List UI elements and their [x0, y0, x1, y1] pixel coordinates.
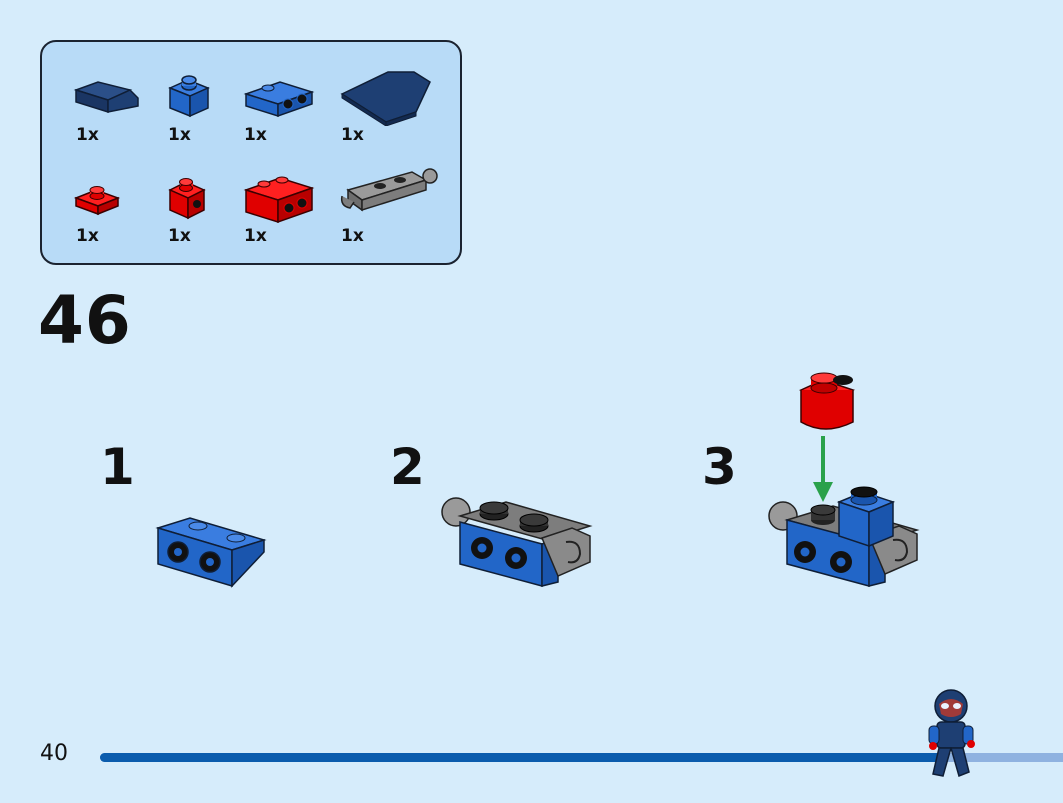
red-brick-1x1-part [166, 176, 210, 222]
part-qty: 1x [168, 226, 191, 246]
part-qty: 1x [168, 125, 191, 145]
step-number: 46 [38, 282, 132, 359]
blue-brick-1x1-part [166, 74, 214, 120]
sub-step-number: 3 [702, 438, 737, 496]
sub-step-number: 1 [100, 438, 135, 496]
part-qty: 1x [341, 125, 364, 145]
progress-fill [100, 753, 948, 762]
sub-step-1-model [150, 512, 270, 596]
red-brick-incoming [798, 372, 856, 430]
part-qty: 1x [76, 226, 99, 246]
blue-bracket-part [242, 74, 316, 120]
sub-step-2-model [438, 492, 598, 596]
dark-blue-slope-part [72, 76, 142, 116]
gray-clip-plate-part [338, 164, 442, 218]
sub-step-number: 2 [390, 438, 425, 496]
part-qty: 1x [341, 226, 364, 246]
part-qty: 1x [244, 125, 267, 145]
red-bracket-part [242, 168, 316, 226]
page-number: 40 [40, 741, 68, 766]
minifigure-icon [925, 686, 981, 786]
red-plate-1x1-part [72, 184, 122, 220]
progress-track [100, 753, 1063, 762]
dark-blue-wedge-plate-part [338, 66, 438, 126]
parts-callout-panel: 1x 1x 1x 1x [40, 40, 462, 265]
placement-arrow-icon [813, 436, 833, 502]
sub-step-3-model [765, 370, 935, 596]
part-qty: 1x [76, 125, 99, 145]
part-qty: 1x [244, 226, 267, 246]
